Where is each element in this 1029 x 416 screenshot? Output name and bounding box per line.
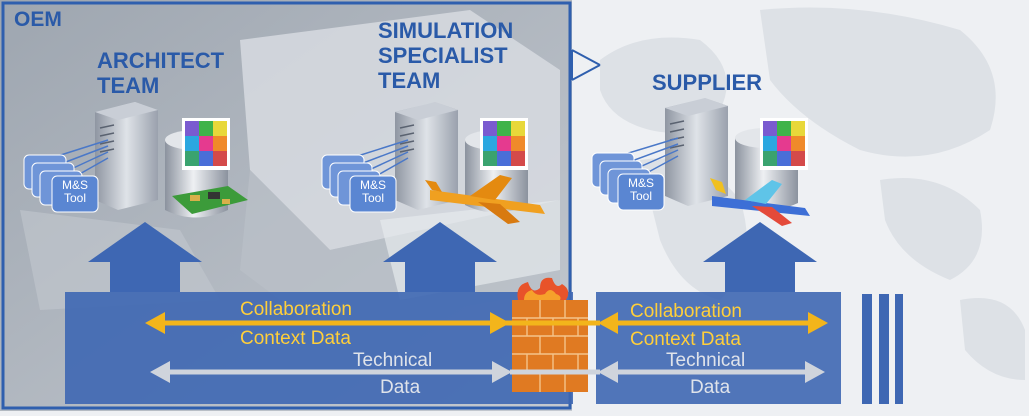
tool-label-line1: M&S [61,178,88,192]
tech-arrowhead [492,361,512,383]
up-arrow-architect [88,222,202,292]
simulation-label-line3: TEAM [378,68,441,93]
collab-arrowhead [490,312,510,334]
tool-stack-simulation [321,139,409,213]
oem-collab-label-line1: Collaboration [240,299,352,320]
tech-arrowhead [150,361,170,383]
oem-boundary [1,1,572,410]
simulation-team-node [395,102,545,224]
up-arrow-simulation [383,222,497,292]
architect-team-label: ARCHITECT TEAM [97,48,224,98]
tool-label-line2: Tool [361,191,384,205]
oem-collab-label-line2: Context Data [240,328,351,349]
supplier-collab-label-line1: Collaboration [630,301,742,322]
tool-stack-supplier [591,137,679,211]
server-icon [395,102,458,210]
architect-label-line1: ARCHITECT [97,48,225,73]
oem-tech-label-line2: Data [380,377,421,398]
puzzle-icon [760,118,808,170]
continuation-bar [862,294,872,404]
oem-tech-label-line1: Technical [353,350,433,371]
simulation-jet-icon [710,178,810,226]
architect-team-node [95,102,248,218]
supplier-data-band [596,292,841,404]
continuation-bar [879,294,889,404]
architect-label-line2: TEAM [97,73,160,98]
supplier-collab-label-line2: Context Data [630,329,741,350]
tool-label-simulation: M&S Tool [353,179,393,205]
puzzle-icon [480,118,528,170]
collab-arrowhead [145,312,165,334]
simulation-team-label: SIMULATION SPECIALIST TEAM [378,18,513,93]
tool-label-supplier: M&S Tool [621,177,661,203]
oem-label: OEM [14,8,62,31]
supplier-label: SUPPLIER [652,70,763,95]
tool-label-line1: M&S [627,176,654,190]
tool-label-line1: M&S [359,178,386,192]
collab-arrowhead [598,312,618,334]
tech-arrowhead [805,361,825,383]
continuation-bar [895,294,903,404]
simulation-label-line1: SIMULATION [378,18,514,43]
zoom-connector [571,49,601,81]
server-icon [95,102,158,210]
tool-label-line2: Tool [63,191,86,205]
supplier-node [665,98,810,226]
tool-label-line2: Tool [629,189,652,203]
supplier-tech-label-line2: Data [690,377,731,398]
simulation-label-line2: SPECIALIST [378,43,508,68]
circuit-board-icon [172,186,248,214]
collab-arrowhead [808,312,828,334]
tech-arrowhead [598,361,618,383]
tool-label-architect: M&S Tool [55,179,95,205]
airplane-icon [425,175,545,224]
firewall-icon [512,277,588,392]
oem-data-band [65,292,573,404]
up-arrow-supplier [703,222,817,292]
puzzle-icon [182,118,230,170]
supplier-tech-label-line1: Technical [666,350,746,371]
tool-stack-architect [23,139,109,213]
